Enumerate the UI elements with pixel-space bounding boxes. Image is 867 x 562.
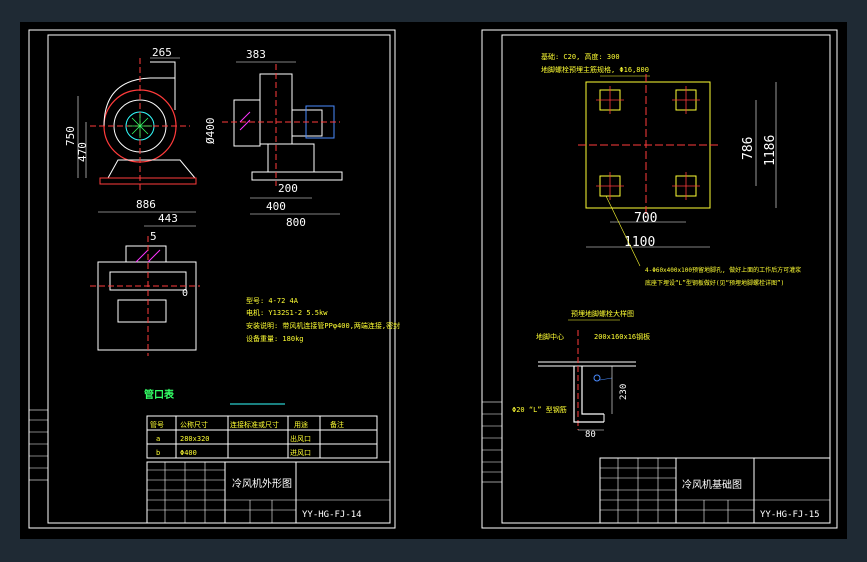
table-row-a-no: a xyxy=(156,435,160,443)
foundation-note-1: 基础: C20, 高度: 300 xyxy=(541,52,620,61)
dim-443: 443 xyxy=(158,212,178,225)
dim-750: 750 xyxy=(64,126,77,146)
bolt-note-1: 4-Φ60x400x100预留地脚孔, 做好上面的工作后方可灌浆 xyxy=(645,266,801,274)
dim-diameter-400: Ø400 xyxy=(204,118,217,145)
detail-label-rebar: Φ20 “L” 型钢筋 xyxy=(512,405,567,414)
right-title-block: 冷风机基础图 YY-HG-FJ-15 xyxy=(599,457,831,524)
detail-title: 预埋地脚螺栓大样图 xyxy=(571,309,634,318)
anchor-bolt-detail: 预埋地脚螺栓大样图 地脚中心 200x160x16钢板 230 80 Φ20 “… xyxy=(512,309,650,440)
foundation-note-2: 地脚螺栓预埋主筋规格, Φ16,800 xyxy=(541,65,649,74)
nozzle-table-title: 管口表 xyxy=(144,388,175,401)
dim-1186: 1186 xyxy=(763,135,778,166)
bolt-note-2: 底座下埋设“L”型钢板做好(见“预埋地脚螺栓详图”) xyxy=(645,279,784,287)
dim-265: 265 xyxy=(152,46,172,59)
fan-front-view: 383 Ø400 200 400 800 xyxy=(204,48,343,229)
left-sheet-outer-border xyxy=(28,29,396,529)
dim-200: 200 xyxy=(278,182,298,195)
dim-400: 400 xyxy=(266,200,286,213)
detail-label-center: 地脚中心 xyxy=(536,332,564,341)
table-row-a-size: 280x320 xyxy=(180,435,210,443)
table-row-b-no: b xyxy=(156,449,160,457)
note-line-3: 安装说明: 带风机连接管PPφ400,两端连接,密封 xyxy=(246,321,400,330)
dim-1100: 1100 xyxy=(624,235,655,250)
table-row-b-size: Φ400 xyxy=(180,449,197,457)
dim-470: 470 xyxy=(76,142,89,162)
detail-label-plate: 200x160x16钢板 xyxy=(594,332,650,341)
right-drawing-title: 冷风机基础图 xyxy=(682,478,742,491)
left-sheet: 265 750 470 383 Ø400 200 400 800 xyxy=(28,29,400,529)
left-drawing-title: 冷风机外形图 xyxy=(232,477,292,490)
table-header-remark: 备注 xyxy=(330,420,344,429)
note-line-4: 设备重量: 180kg xyxy=(246,334,304,343)
left-title-block: 冷风机外形图 YY-HG-FJ-14 xyxy=(146,461,391,524)
fan-top-view: 886 443 5 0 xyxy=(90,198,200,356)
right-sheet: 基础: C20, 高度: 300 地脚螺栓预埋主筋规格, Φ16,800 786… xyxy=(481,29,838,529)
note-line-2: 电机: Y132S1-2 5.5kw xyxy=(246,308,328,317)
table-header-size: 公称尺寸 xyxy=(180,420,208,429)
model-space-background xyxy=(20,22,847,539)
right-revision-strip xyxy=(481,401,503,483)
fan-side-view: 265 750 470 xyxy=(64,46,197,190)
right-sheet-outer-border xyxy=(481,29,838,529)
dim-0: 0 xyxy=(182,288,188,299)
dim-886: 886 xyxy=(136,198,156,211)
table-header-use: 用途 xyxy=(294,420,308,429)
left-revision-strip xyxy=(28,409,49,481)
dim-383: 383 xyxy=(246,48,266,61)
dim-786: 786 xyxy=(741,137,756,160)
dim-800: 800 xyxy=(286,216,306,229)
nozzle-table: 管号 公称尺寸 连接标准或尺寸 用途 备注 a 280x320 出风口 b Φ4… xyxy=(146,415,378,459)
left-drawing-number: YY-HG-FJ-14 xyxy=(302,510,362,520)
dim-5: 5 xyxy=(150,230,157,243)
table-header-no: 管号 xyxy=(150,420,164,429)
dim-700: 700 xyxy=(634,211,657,226)
right-drawing-number: YY-HG-FJ-15 xyxy=(760,510,820,520)
foundation-plan: 786 1186 700 1100 xyxy=(578,74,778,267)
dim-230: 230 xyxy=(619,384,629,400)
note-line-1: 型号: 4-72 4A xyxy=(246,296,299,305)
table-row-b-use: 进风口 xyxy=(290,449,311,457)
table-row-a-use: 出风口 xyxy=(290,434,311,443)
table-header-standard: 连接标准或尺寸 xyxy=(230,420,279,429)
dim-80: 80 xyxy=(585,430,596,440)
